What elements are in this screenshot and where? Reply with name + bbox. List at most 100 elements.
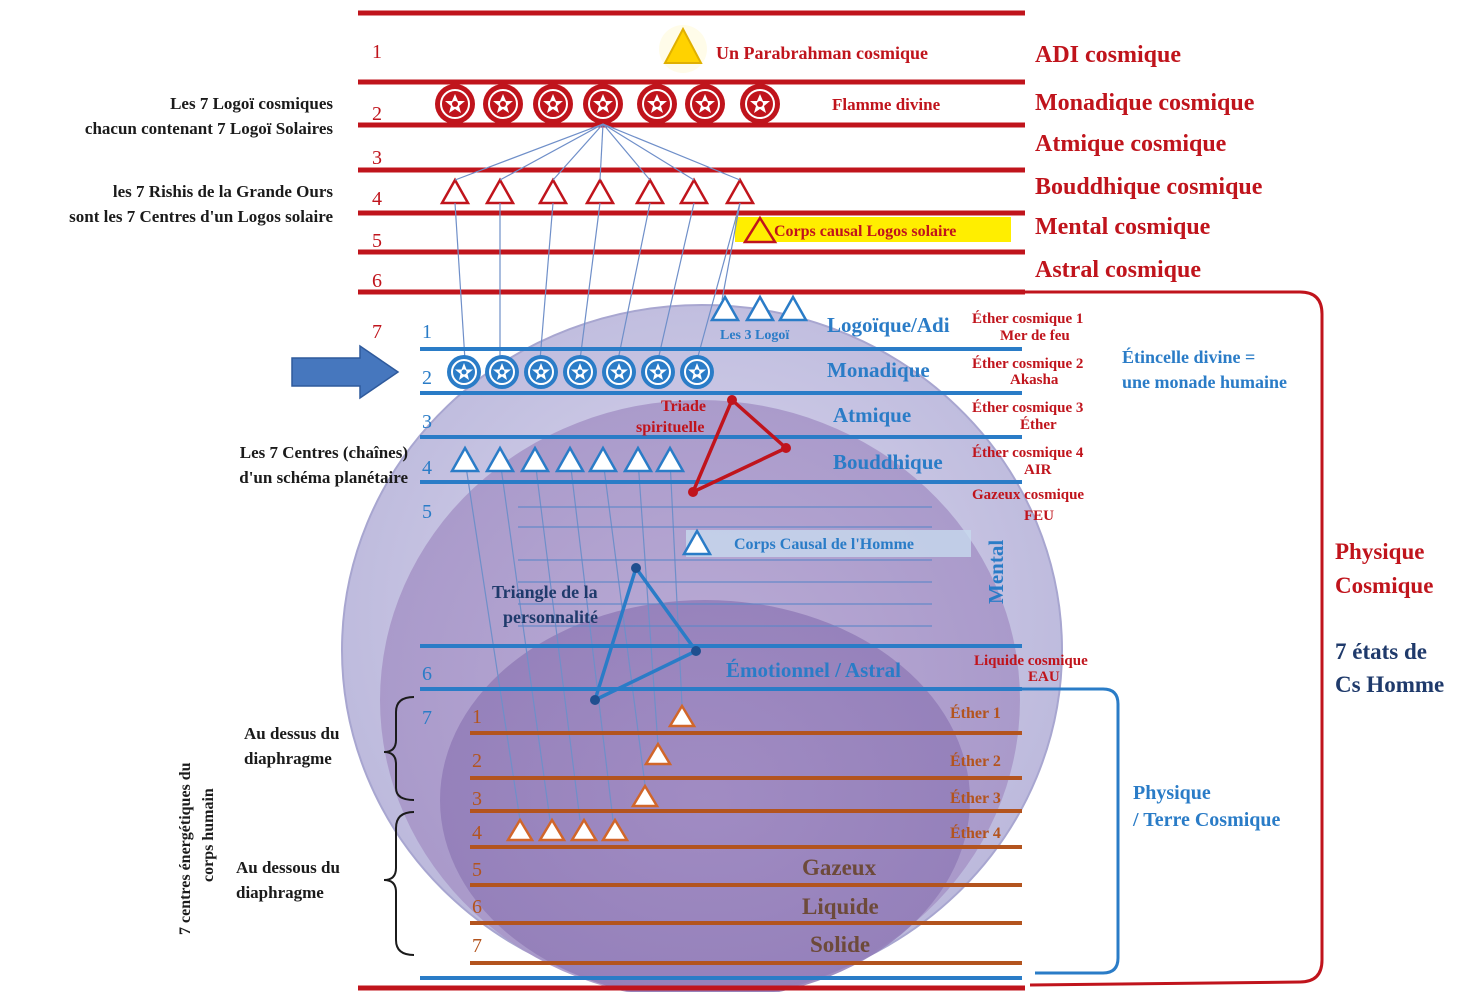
body-triangle-icon-3 (630, 783, 660, 808)
au-dessous-1: Au dessous du (236, 858, 340, 877)
ether-3-label: Éther 3 (950, 788, 1001, 807)
three-logoi-triangles (709, 294, 809, 322)
physique-terre-label-1: Physique (1133, 782, 1211, 804)
rishi-triangle-icon-5 (634, 177, 666, 205)
physical-num-5: 5 (472, 859, 482, 881)
body-triangle-icon-7 (600, 817, 630, 842)
ether-cosmic-3-line1: Éther cosmique 3 (972, 399, 1083, 416)
solar-logoique: Logoïque/Adi (827, 313, 950, 337)
personnalite-label-2: personnalité (503, 607, 598, 627)
logoi-note-2: chacun contenant 7 Logoï Solaires (85, 119, 333, 138)
cosmic-logos-icon-6 (684, 83, 726, 125)
solar-plane-lines (420, 347, 1022, 980)
corps-causal-logos-triangle-icon (742, 215, 778, 244)
liquide-cosmic-line1: Liquide cosmique (974, 653, 1088, 669)
ether-cosmic-2-line1: Éther cosmique 2 (972, 355, 1083, 372)
cosmic-num-1: 1 (372, 41, 382, 63)
ether-cosmic-labels: Éther cosmique 1 Mer de feu Éther cosmiq… (972, 310, 1088, 685)
logoi-triangle-icon-2 (744, 294, 776, 322)
rishi-triangle-icon-2 (484, 177, 516, 205)
ether-cosmic-4-line2: AIR (1024, 462, 1052, 478)
rishi-triangle-icon-3 (537, 177, 569, 205)
planetary-centres-triangles (449, 445, 686, 473)
ether-1-label: Éther 1 (950, 703, 1001, 722)
vertical-label-2: corps humain (200, 788, 217, 882)
ether-4-label: Éther 4 (950, 823, 1001, 842)
solar-num-4: 4 (422, 457, 432, 479)
planet-triangle-icon-3 (519, 445, 551, 473)
ether-cosmic-2-line2: Akasha (1010, 372, 1059, 388)
corps-causal-logos-box (735, 217, 1011, 242)
cosmic-logos-icon-5 (636, 83, 678, 125)
monad-icon-5 (601, 354, 637, 390)
cosmic-logoi-group (434, 83, 781, 125)
physical-num-4: 4 (472, 822, 482, 844)
ether-physical-labels: Éther 1 Éther 2 Éther 3 Éther 4 (950, 703, 1001, 842)
cosmic-num-7: 7 (372, 321, 382, 343)
planet-triangle-icon-4 (554, 445, 586, 473)
gazeux-cosmic-line2: FEU (1024, 508, 1054, 524)
monad-icon-1 (446, 354, 482, 390)
body-triangle-icon-4 (505, 817, 535, 842)
parabrahman-triangle-icon (659, 25, 707, 73)
rishi-triangle-icon-6 (678, 177, 710, 205)
inner-sphere (440, 600, 970, 992)
physique-cosmique-bracket (1025, 290, 1324, 987)
terre-bracket (1022, 687, 1120, 975)
cosmic-logos-icon-4 (582, 83, 624, 125)
physical-state-labels: Gazeux Liquide Solide (802, 855, 879, 957)
spiritual-triad (688, 395, 791, 497)
plane-monadique: Monadique cosmique (1035, 90, 1255, 116)
monad-icon-4 (562, 354, 598, 390)
ether-cosmic-3-line2: Éther (1020, 416, 1057, 433)
body-centres-triangles (505, 703, 697, 842)
logoi-triangle-icon-3 (777, 294, 809, 322)
centres-note-1: Les 7 Centres (chaînes) (240, 443, 408, 462)
physique-terre-label-2: / Terre Cosmique (1132, 809, 1281, 831)
ether-cosmic-1-line1: Éther cosmique 1 (972, 310, 1083, 327)
solar-mental: Mental (984, 540, 1008, 604)
gazeux-cosmic-line1: Gazeux cosmique (972, 487, 1084, 503)
personality-triangle (590, 563, 701, 705)
solar-plane-names: Logoïque/Adi Monadique Atmique Bouddhiqu… (726, 313, 950, 682)
corps-causal-homme-box (686, 530, 971, 557)
etincelle-label-1: Étincelle divine = (1122, 346, 1255, 367)
plane-bouddhique: Bouddhique cosmique (1035, 174, 1263, 200)
body-triangle-icon-5 (537, 817, 567, 842)
etincelle-label-2: une monade humaine (1122, 372, 1287, 392)
solar-bouddhique: Bouddhique (833, 450, 943, 474)
physical-num-1: 1 (472, 706, 482, 728)
flamme-label: Flamme divine (832, 95, 941, 114)
physical-num-3: 3 (472, 788, 482, 810)
physical-num-2: 2 (472, 750, 482, 772)
liquide-label: Liquide (802, 894, 879, 919)
au-dessous-2: diaphragme (236, 883, 324, 902)
cosmic-num-2: 2 (372, 103, 382, 125)
triade-label-1: Triade (661, 398, 706, 415)
planet-triangle-icon-7 (654, 445, 686, 473)
body-triangle-icon-2 (643, 741, 673, 766)
physique-cosmique-label-2: Cosmique (1335, 573, 1433, 598)
plane-atmique: Atmique cosmique (1035, 131, 1227, 157)
cosmic-logos-icon-3 (532, 83, 574, 125)
physical-plane-lines (470, 731, 1022, 965)
solar-monadique: Monadique (827, 358, 930, 382)
plane-adi: ADI cosmique (1035, 42, 1181, 68)
rishi-triangle-icon-1 (439, 177, 471, 205)
plane-astral: Astral cosmique (1035, 257, 1201, 283)
solar-plane-numbers: 1 2 3 4 5 6 7 (422, 321, 432, 729)
etats-label-1: 7 états de (1335, 639, 1427, 664)
body-triangle-icon-1 (667, 703, 697, 728)
solar-atmique: Atmique (833, 403, 911, 427)
personnalite-label-1: Triangle de la (492, 582, 598, 602)
solar-num-5: 5 (422, 501, 432, 523)
rishis-note-1: les 7 Rishis de la Grande Ours (113, 182, 333, 201)
planet-triangle-icon-2 (484, 445, 516, 473)
au-dessus-1: Au dessus du (244, 724, 339, 743)
monad-icon-7 (679, 354, 715, 390)
parabrahman-label: Un Parabrahman cosmique (716, 43, 928, 63)
monad-icon-3 (523, 354, 559, 390)
solar-num-3: 3 (422, 411, 432, 433)
logoi-triangle-icon-1 (709, 294, 741, 322)
monad-icon-6 (640, 354, 676, 390)
